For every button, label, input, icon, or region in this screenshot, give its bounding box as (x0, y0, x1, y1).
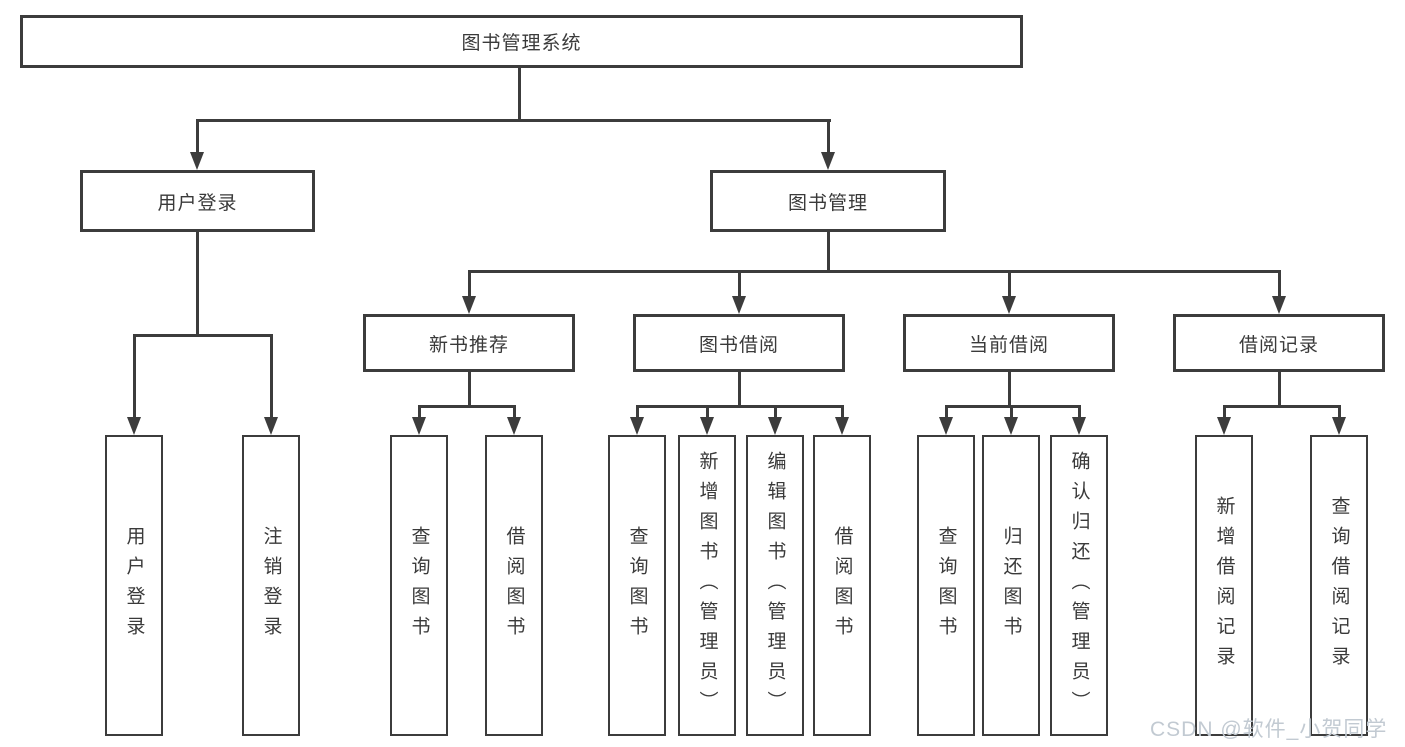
connector-arrow (835, 417, 849, 435)
connector-line (1008, 372, 1011, 408)
connector-arrow (1332, 417, 1346, 435)
leaf-add-borrow-record: 新增借阅记录 (1195, 435, 1253, 736)
connector-line (945, 405, 948, 421)
connector-line (1008, 270, 1011, 298)
connector-arrow (1217, 417, 1231, 435)
connector-arrow (732, 296, 746, 314)
connector-line (270, 334, 273, 419)
node-book-borrow: 图书借阅 (633, 314, 845, 372)
connector-arrow (462, 296, 476, 314)
csdn-watermark: CSDN @软件_小贺同学 (1150, 718, 1388, 741)
connector-arrow (507, 417, 521, 435)
connector-line (196, 119, 199, 155)
connector-line (468, 372, 471, 408)
leaf-query-books-current: 查询图书 (917, 435, 975, 736)
connector-arrow (1004, 417, 1018, 435)
connector-arrow (700, 417, 714, 435)
connector-line (636, 405, 843, 408)
connector-arrow (768, 417, 782, 435)
connector-line (636, 405, 639, 421)
connector-line (738, 372, 741, 408)
connector-line (774, 405, 777, 421)
connector-line (513, 405, 516, 421)
connector-arrow (127, 417, 141, 435)
connector-line (841, 405, 844, 421)
connector-arrow (1002, 296, 1016, 314)
connector-line (1078, 405, 1081, 421)
connector-line (827, 232, 830, 273)
node-user-login: 用户登录 (80, 170, 315, 232)
leaf-add-book-admin: 新增图书（管理员） (678, 435, 736, 736)
connector-line (468, 270, 471, 298)
connector-arrow (939, 417, 953, 435)
connector-line (738, 270, 741, 298)
leaf-logout: 注销登录 (242, 435, 300, 736)
leaf-return-book: 归还图书 (982, 435, 1040, 736)
leaf-user-login: 用户登录 (105, 435, 163, 736)
connector-arrow (412, 417, 426, 435)
connector-line (133, 334, 136, 419)
connector-arrow (1072, 417, 1086, 435)
connector-line (1010, 405, 1013, 421)
node-current-borrow: 当前借阅 (903, 314, 1115, 372)
node-new-book-recommend: 新书推荐 (363, 314, 575, 372)
connector-line (1223, 405, 1226, 421)
connector-line (1278, 372, 1281, 408)
leaf-query-books-recommend: 查询图书 (390, 435, 448, 736)
connector-arrow (1272, 296, 1286, 314)
leaf-borrow-books-recommend: 借阅图书 (485, 435, 543, 736)
connector-line (827, 119, 830, 155)
node-book-management: 图书管理 (710, 170, 946, 232)
connector-line (1278, 270, 1281, 298)
connector-line (196, 119, 831, 122)
node-library-system: 图书管理系统 (20, 15, 1023, 68)
connector-line (518, 68, 521, 122)
leaf-query-books-borrow: 查询图书 (608, 435, 666, 736)
connector-line (418, 405, 421, 421)
node-borrow-records: 借阅记录 (1173, 314, 1385, 372)
connector-line (196, 232, 199, 337)
connector-arrow (264, 417, 278, 435)
connector-line (468, 270, 1281, 273)
connector-arrow (190, 152, 204, 170)
connector-line (1223, 405, 1340, 408)
leaf-borrow-books: 借阅图书 (813, 435, 871, 736)
leaf-edit-book-admin: 编辑图书（管理员） (746, 435, 804, 736)
connector-line (706, 405, 709, 421)
connector-line (133, 334, 273, 337)
leaf-confirm-return-admin: 确认归还（管理员） (1050, 435, 1108, 736)
connector-line (418, 405, 516, 408)
leaf-query-borrow-record: 查询借阅记录 (1310, 435, 1368, 736)
connector-line (1338, 405, 1341, 421)
connector-arrow (821, 152, 835, 170)
connector-arrow (630, 417, 644, 435)
